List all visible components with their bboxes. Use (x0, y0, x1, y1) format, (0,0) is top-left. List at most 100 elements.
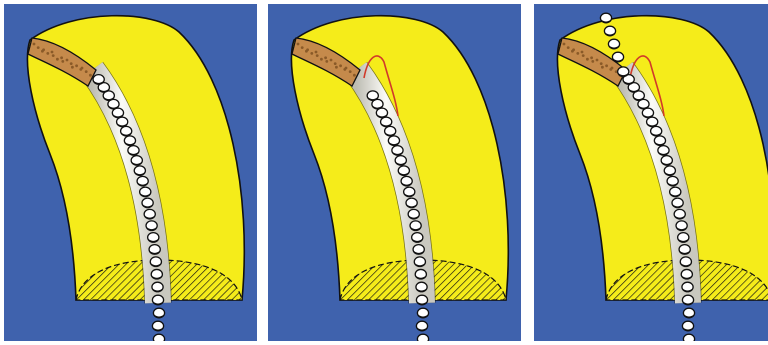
bead (416, 295, 427, 305)
cap-texture-dot (330, 59, 333, 62)
bead (664, 166, 675, 176)
cap-texture-dot (572, 48, 575, 51)
bead (148, 233, 159, 243)
bead (367, 91, 378, 101)
cell-diagram-svg (534, 4, 768, 341)
cap-texture-dot (310, 52, 313, 55)
bead (124, 136, 135, 146)
cap-texture-dot (81, 67, 84, 70)
bead (647, 117, 658, 127)
cap-texture-dot (324, 56, 327, 59)
bead (131, 156, 142, 166)
cap-texture-dot (349, 70, 352, 73)
bead (385, 126, 396, 136)
bead (416, 321, 427, 331)
cap-texture-dot (581, 51, 584, 54)
cap-texture-dot (576, 52, 579, 55)
bead (417, 308, 428, 318)
bead (661, 156, 672, 166)
bead (152, 295, 163, 305)
cap-texture-dot (56, 58, 59, 61)
bead (398, 166, 409, 176)
bead (678, 233, 689, 243)
bead (388, 136, 399, 146)
bead (146, 221, 157, 231)
bead (654, 136, 665, 146)
cap-texture-dot (605, 64, 608, 67)
panel-stage-1 (4, 4, 257, 341)
bead (651, 126, 662, 136)
panel-stage-2 (268, 4, 521, 341)
panel-stage-3 (534, 4, 768, 341)
bead (152, 321, 163, 331)
cap-texture-dot (71, 66, 74, 69)
bead (406, 198, 417, 208)
bead (681, 269, 692, 279)
cap-texture-dot (611, 67, 614, 70)
bead (121, 126, 132, 136)
bead (128, 146, 139, 156)
bead (672, 198, 683, 208)
cap-texture-dot (89, 74, 92, 77)
bead (412, 233, 423, 243)
bead (612, 52, 623, 62)
bead (674, 209, 685, 219)
bead (682, 321, 693, 331)
bead (415, 269, 426, 279)
cell-diagram-svg (4, 4, 257, 341)
bead (152, 282, 163, 292)
bead (392, 146, 403, 156)
bead (683, 308, 694, 318)
bead (401, 176, 412, 186)
cap-texture-dot (52, 54, 55, 57)
cap-texture-dot (345, 67, 348, 70)
cap-texture-dot (601, 66, 604, 69)
bead (676, 221, 687, 231)
bead (413, 245, 424, 255)
cap-texture-dot (353, 74, 356, 77)
cap-texture-dot (315, 51, 318, 54)
bead (416, 282, 427, 292)
cap-texture-dot (301, 46, 304, 49)
cap-texture-dot (325, 60, 328, 63)
cap-texture-dot (61, 60, 64, 63)
cap-texture-dot (600, 62, 603, 65)
bead (682, 282, 693, 292)
bead (117, 117, 128, 127)
bead (137, 176, 148, 186)
bead (417, 334, 428, 341)
bead (153, 334, 164, 341)
bead (395, 156, 406, 166)
cap-texture-dot (590, 56, 593, 59)
cap-texture-dot (46, 52, 49, 55)
cap-texture-dot (335, 66, 338, 69)
bead (408, 209, 419, 219)
cap-texture-dot (334, 62, 337, 65)
cap-texture-dot (33, 43, 36, 46)
bead (93, 75, 104, 85)
cap-texture-dot (70, 62, 73, 65)
bead (153, 308, 164, 318)
bead (682, 295, 693, 305)
cap-texture-dot (339, 64, 342, 67)
cap-texture-dot (75, 64, 78, 67)
cap-texture-dot (591, 60, 594, 63)
bead (618, 67, 629, 77)
cap-texture-dot (316, 54, 319, 57)
bead (600, 13, 611, 23)
cap-texture-dot (51, 51, 54, 54)
cap-texture-dot (582, 54, 585, 57)
bead (670, 187, 681, 197)
cell-diagram-svg (268, 4, 521, 341)
bead (381, 117, 392, 127)
cap-texture-dot (60, 56, 63, 59)
bead (151, 269, 162, 279)
cap-texture-dot (297, 43, 300, 46)
cap-texture-dot (85, 70, 88, 73)
cap-texture-dot (320, 58, 323, 61)
cap-texture-dot (37, 46, 40, 49)
bead (404, 187, 415, 197)
bead (134, 166, 145, 176)
bead (410, 221, 421, 231)
